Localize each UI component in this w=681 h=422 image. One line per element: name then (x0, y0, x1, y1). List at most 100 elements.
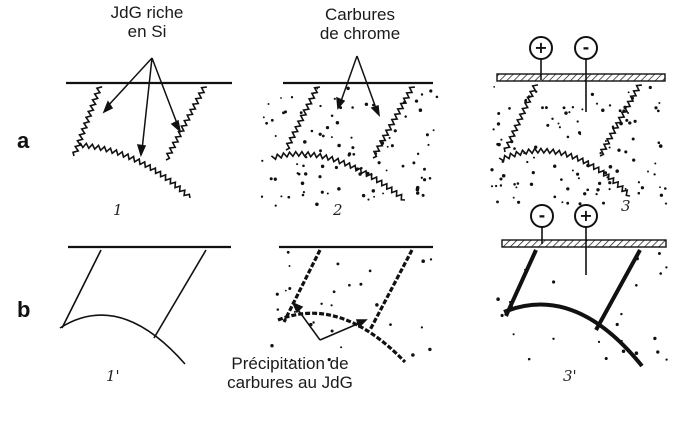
carbide-dot (428, 177, 432, 180)
carbide-dot (290, 358, 293, 361)
carbide-dot (423, 167, 426, 171)
carbide-dot (299, 111, 303, 115)
grain-boundary-right (368, 249, 414, 331)
carbide-dot (568, 111, 571, 114)
label-carbures-line2: de chrome (319, 23, 401, 43)
carbide-dot (373, 195, 376, 198)
carbide-dot (304, 155, 308, 159)
carbide-dot (659, 193, 664, 197)
carbide-dot (359, 282, 363, 286)
carbide-dot (654, 106, 658, 110)
carbide-dot (627, 91, 630, 94)
carbide-dot (361, 193, 366, 198)
carbide-dot (529, 182, 534, 186)
carbide-dot (564, 111, 568, 115)
carbide-dot (330, 136, 333, 139)
carbide-dot (282, 111, 285, 115)
carbide-dot (624, 150, 628, 154)
carbide-dot (270, 118, 274, 122)
carbide-dots (496, 252, 668, 361)
carbide-dot (597, 181, 602, 186)
carbide-dot (420, 93, 424, 96)
carbide-dot (416, 191, 420, 195)
carbide-dots (490, 85, 668, 206)
carbide-dot (318, 132, 322, 136)
carbide-dot (566, 135, 570, 139)
carbide-dot (496, 200, 499, 204)
grain-boundary-left (61, 249, 102, 329)
carbide-dot (628, 121, 632, 125)
carbide-dot (664, 202, 668, 205)
carbide-dot (659, 272, 663, 275)
carbide-dot (618, 109, 622, 113)
carbide-dot (412, 161, 416, 165)
carbide-dot (265, 121, 268, 125)
carbide-dot (510, 305, 513, 308)
carbide-dot (526, 160, 529, 164)
carbide-dot (389, 323, 392, 326)
carbide-dot (310, 129, 314, 133)
carbide-dot (500, 313, 504, 318)
carbide-dot (356, 167, 359, 171)
carbide-dot (420, 326, 424, 329)
carbide-dot (653, 336, 657, 341)
carbide-dot (527, 357, 531, 361)
panel-a2 (260, 81, 439, 207)
label-precipitation-line1: Précipitation de (231, 354, 349, 373)
carbide-dot (595, 192, 598, 196)
carbide-dot (312, 321, 315, 324)
carbide-dot (319, 104, 322, 108)
carbide-dot (330, 329, 334, 333)
carbide-dot (513, 147, 516, 150)
panel-number-a2: 2 (333, 201, 343, 219)
coating-layer (501, 239, 667, 248)
carbide-dot (501, 160, 505, 164)
carbide-dot (302, 164, 305, 168)
carbide-dot (512, 333, 515, 336)
carbide-dot (499, 177, 503, 181)
carbide-dot (318, 175, 322, 179)
grain-boundary-left (285, 86, 321, 151)
carbide-dot (284, 289, 287, 292)
carbide-dot (599, 151, 602, 155)
carbide-dot (523, 152, 526, 155)
carbide-dot (508, 301, 512, 304)
carbide-dot (497, 112, 501, 115)
carbide-dot (347, 153, 351, 157)
carbide-dot (385, 169, 388, 172)
carbide-dot (421, 193, 425, 197)
carbide-dot (657, 141, 661, 144)
carbide-dot (553, 195, 557, 199)
carbide-dot (301, 193, 305, 197)
carbide-dot (499, 184, 503, 187)
carbide-dot (401, 164, 405, 168)
carbide-dot (552, 337, 555, 340)
carbide-dot (423, 178, 427, 182)
carbide-dot (370, 173, 373, 176)
carbide-dot (386, 145, 389, 148)
carbide-dot (380, 141, 385, 145)
panel-number-b1: 1' (106, 367, 120, 385)
carbide-dot (560, 178, 563, 181)
carbide-dot (287, 195, 291, 199)
carbide-dot (368, 269, 372, 273)
carbide-dot (377, 161, 381, 165)
carbide-dot (621, 349, 626, 353)
carbide-dot (576, 120, 579, 123)
grain-boundary-right (153, 249, 207, 339)
carbide-dot (346, 86, 350, 91)
carbide-dot (557, 122, 560, 125)
annotation-arrows (102, 55, 380, 341)
carbide-dot (510, 139, 514, 144)
carbide-dot (276, 308, 280, 311)
carbide-dot (604, 140, 607, 142)
carbide-dot (620, 312, 623, 316)
carbide-dot (332, 290, 336, 294)
carbide-dot (596, 188, 600, 192)
carbide-dot (348, 283, 351, 287)
carbide-dot (558, 126, 562, 129)
carbide-dot (595, 102, 599, 105)
carbide-dot (303, 140, 307, 144)
carbide-dot (375, 303, 379, 307)
